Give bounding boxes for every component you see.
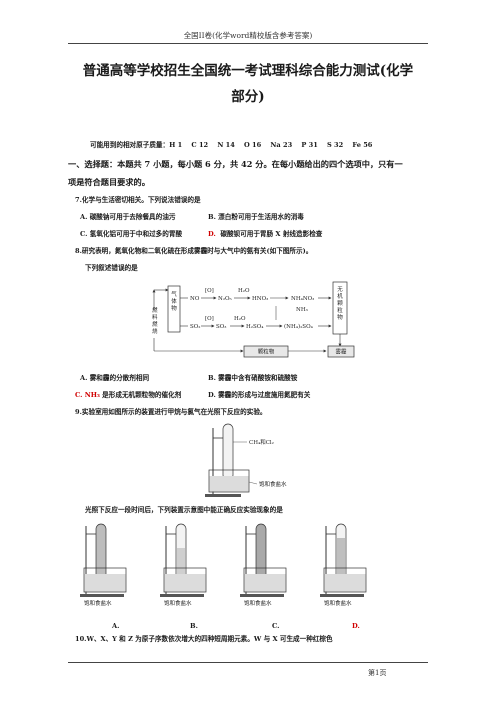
section1-line-1: 一、选择题：本题共 7 小题，每小题 6 分，共 42 分。在每小题给出的四个选… [68,159,403,169]
q8-option-c-text: 是形成无机颗粒物的催化剂 [102,391,182,399]
nh3-label: NH₃ [296,307,308,313]
q8-option-b: B. 雾霾中含有硝酸铵和硫酸铵 [208,374,298,382]
q9-option-d-label: D. [352,622,360,630]
q8-option-c-letter: C. NH₃ [75,391,100,399]
inorganic-label: 无机颗粒物 [337,286,343,321]
option-b-water-label: 饱和食盐水 [164,599,192,607]
atomic-mass-values: H 1 C 12 N 14 O 16 Na 23 P 31 S 32 Fe 56 [169,141,373,149]
footer-rule [68,662,428,663]
option-d-apparatus: 饱和食盐水 [320,523,367,607]
q7-option-d-text: 碳酸钡可用于胃肠 X 射线造影检查 [220,230,323,238]
q9-question: 光照下反应一段时间后，下列装置示意图中能正确反应实验现象的是 [85,506,283,514]
smog-formation-diagram: 气体物 燃料燃烧 NO [O] N₂O₅ H₂O HNO₃ NH₄NO₃ NH₃… [152,281,355,358]
q7-option-d-letter: D. [208,230,216,238]
q8-option-a: A. 雾和霾的分散剂相同 [80,374,150,382]
option-b-apparatus: 饱和食盐水 [160,523,207,607]
page-header: 全国II卷(化学word精校版含参考答案) [183,31,313,40]
q9-option-a-label: A. [112,622,120,630]
q7-option-c: C. 氢氧化铝可用于中和过多的胃酸 [80,230,183,238]
so2-formula: SO₂ [190,324,200,330]
q9-stem: 9.实验室用如图所示的装置进行甲烷与氯气在光照下反应的实验。 [75,408,267,416]
fuel-label: 燃料燃烧 [152,306,158,335]
section1-line-2: 项是符合题目要求的。 [68,177,150,187]
q9-option-b-label: B. [190,622,198,630]
atomic-mass-line: 可能用到的相对原子质量：H 1 C 12 N 14 O 16 Na 23 P 3… [90,140,372,150]
title-line-2: 部分) [231,89,265,105]
q8-option-c: C. NH₃ 是形成无机颗粒物的催化剂 [75,390,181,400]
smog-label: 雾霾 [335,348,347,356]
q9-apparatus: CH₄和Cl₂ 饱和食盐水 [205,423,287,497]
hno3-formula: HNO₃ [252,296,268,302]
q9-gas-label: CH₄和Cl₂ [249,438,274,446]
q7-option-a: A. 碳酸钠可用于去除餐具的油污 [80,213,176,221]
q7-option-b: B. 漂白粉可用于生活用水的消毒 [208,213,304,221]
q9-water-label: 饱和食盐水 [259,480,287,488]
o-label-s: [O] [205,316,214,322]
q8-stem-2: 下列叙述错误的是 [85,264,138,272]
no-formula: NO [190,296,200,302]
h2so4-formula: H₂SO₄ [246,324,264,330]
q8-option-d: D. 雾霾的形成与过度施用氮肥有关 [208,391,311,399]
h2o-label-s: H₂O [234,316,246,322]
o-label-n: [O] [205,288,214,294]
title-line-1: 普通高等学校招生全国统一考试理科综合能力测试(化学 [82,63,414,79]
so3-formula: SO₃ [216,324,226,330]
q9-options-figure: 饱和食盐水 饱和食盐水 饱和食盐水 饱和食盐水 [80,523,367,607]
gas-label: 气体物 [171,290,177,312]
q10-stem: 10.W、X、Y 和 Z 为原子序数依次增大的四种短周期元素。W 与 X 可生成… [75,635,333,643]
atomic-mass-label: 可能用到的相对原子质量： [90,141,170,149]
q8-stem: 8.研究表明，氮氧化物和二氧化硫在形成雾霾时与大气中的氨有关(如下图所示)。 [75,247,313,255]
particles-label: 颗粒物 [258,348,275,356]
q9-beaker [208,469,250,493]
q7-stem: 7.化学与生活密切相关。下列说法错误的是 [75,196,201,204]
particles-box [243,345,289,358]
option-a-apparatus: 饱和食盐水 [80,523,127,607]
h2o-label-n: H₂O [238,288,250,294]
q9-option-c-label: C. [272,622,280,630]
header-rule [68,43,428,44]
nh42so4-formula: (NH₄)₂SO₄ [284,323,314,330]
q9-test-tube [222,423,234,481]
smog-box [327,345,355,358]
option-a-water-label: 饱和食盐水 [84,599,112,607]
option-d-water-label: 饱和食盐水 [324,599,352,607]
n2o5-formula: N₂O₅ [218,296,232,302]
page-footer: 第1页 [368,669,387,677]
q7-option-d: D. 碳酸钡可用于胃肠 X 射线造影检查 [208,229,322,239]
nh4no3-formula: NH₄NO₃ [291,296,314,302]
gas-box [167,285,181,333]
option-c-apparatus: 饱和食盐水 [240,523,287,607]
option-c-water-label: 饱和食盐水 [244,599,272,607]
